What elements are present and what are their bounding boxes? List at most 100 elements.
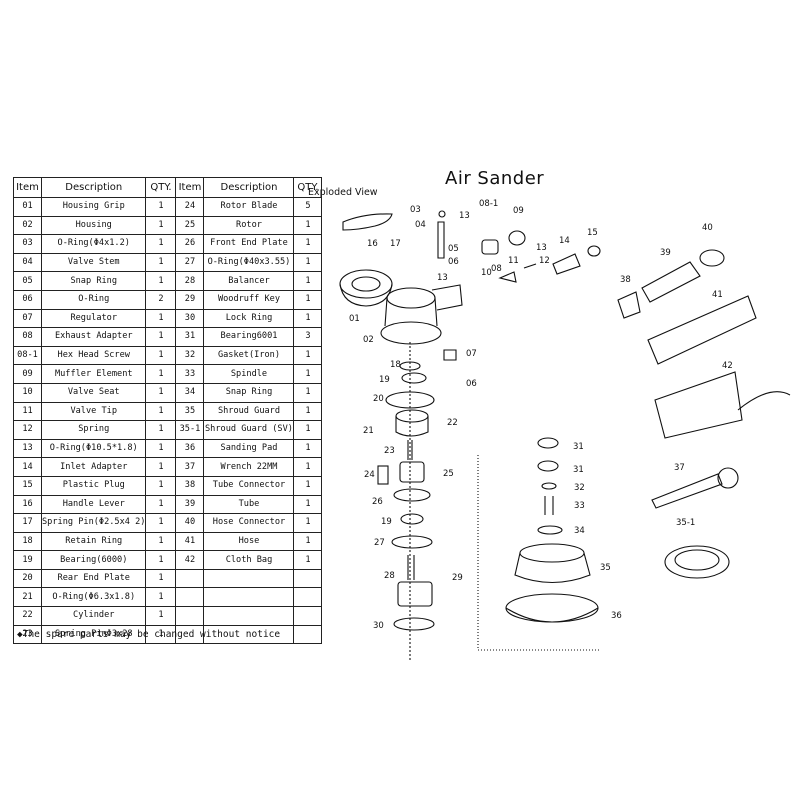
callout-label: 05 bbox=[448, 244, 459, 254]
table-cell: Exhaust Adapter bbox=[40, 327, 147, 347]
table-cell: 35 bbox=[175, 401, 205, 422]
callout-label: 14 bbox=[559, 236, 570, 246]
balancer-shape bbox=[397, 581, 433, 607]
callout-label: 20 bbox=[373, 394, 384, 404]
table-cell: Regulator bbox=[40, 308, 147, 329]
table-cell: Muffler Element bbox=[40, 364, 147, 384]
callout-label: 19 bbox=[381, 517, 392, 527]
front-end-plate-shape bbox=[393, 488, 431, 502]
sub-assembly-bracket bbox=[477, 455, 600, 651]
housing-top-shape bbox=[386, 287, 436, 309]
callout-label: 18 bbox=[390, 360, 401, 370]
callout-label: 09 bbox=[513, 206, 524, 216]
hose-shape bbox=[647, 295, 757, 365]
table-cell: 33 bbox=[175, 364, 205, 384]
rotor-blade-shape bbox=[377, 465, 389, 485]
callout-label: 31 bbox=[573, 465, 584, 475]
plastic-plug-shape bbox=[587, 245, 601, 257]
table-cell: Inlet Adapter bbox=[40, 457, 147, 477]
table-header-cell: QTY. bbox=[145, 177, 177, 198]
table-cell: Spring bbox=[40, 420, 147, 440]
table-cell: 1 bbox=[293, 289, 323, 310]
lock-ring-shape bbox=[393, 617, 435, 631]
bearing-6001-shape bbox=[537, 437, 559, 449]
table-cell: 1 bbox=[293, 345, 323, 366]
table-cell: Valve Seat bbox=[40, 382, 147, 403]
snap-ring-shape bbox=[537, 525, 563, 535]
table-cell: 11 bbox=[13, 401, 42, 422]
callout-label: 13 bbox=[437, 273, 448, 283]
callout-label: 13 bbox=[459, 211, 470, 221]
callout-label: 35 bbox=[600, 563, 611, 573]
table-cell: O-Ring(Φ10.5*1.8) bbox=[40, 438, 147, 459]
table-cell: 1 bbox=[145, 308, 177, 329]
table-cell: Hex Head Screw bbox=[40, 345, 147, 366]
callout-label: 11 bbox=[508, 256, 519, 266]
callout-label: 04 bbox=[415, 220, 426, 230]
table-cell: 1 bbox=[293, 271, 323, 291]
callout-label: 15 bbox=[587, 228, 598, 238]
cylinder-top-shape bbox=[395, 409, 429, 423]
cloth-bag-shape bbox=[654, 371, 743, 439]
housing-grip-shape-lower bbox=[339, 283, 393, 307]
exhaust-adapter-shape bbox=[481, 239, 499, 255]
o-ring-large-shape bbox=[391, 535, 433, 549]
housing-grip-shape-inner bbox=[351, 276, 381, 292]
table-cell: 3 bbox=[293, 327, 323, 347]
callout-label: 31 bbox=[573, 442, 584, 452]
table-cell: Spring PinΦ3x28 bbox=[40, 624, 147, 645]
table-cell: 1 bbox=[293, 438, 323, 459]
table-cell: 27 bbox=[175, 252, 205, 273]
callout-label: 35-1 bbox=[676, 518, 695, 528]
balancer-shaft-shape bbox=[407, 555, 415, 580]
table-cell: 36 bbox=[175, 438, 205, 459]
table-cell bbox=[293, 624, 323, 645]
table-cell: 37 bbox=[175, 457, 205, 477]
bearing-6001b-shape bbox=[537, 460, 559, 472]
wrench-head-shape bbox=[717, 467, 739, 489]
callout-label: 36 bbox=[611, 611, 622, 621]
shroud-guard-top-shape bbox=[519, 543, 585, 563]
callout-label: 08-1 bbox=[479, 199, 498, 209]
spare-parts-notice: ◆The spare parts may be changed without … bbox=[17, 629, 281, 640]
housing-base-shape bbox=[380, 321, 442, 345]
callout-label: 40 bbox=[702, 223, 713, 233]
shroud-guard-sv-inner-shape bbox=[674, 549, 720, 571]
table-cell: Valve Tip bbox=[40, 401, 147, 422]
o-ring-small-shape bbox=[438, 210, 446, 218]
shroud-guard-sv-shape bbox=[664, 545, 730, 579]
callout-label: 22 bbox=[447, 418, 458, 428]
bearing-lower-shape bbox=[400, 513, 424, 525]
table-cell: 1 bbox=[293, 457, 323, 477]
callout-label: 30 bbox=[373, 621, 384, 631]
tube-shape bbox=[641, 261, 701, 303]
callout-label: 28 bbox=[384, 571, 395, 581]
rotor-shape bbox=[399, 461, 425, 483]
callout-label: 21 bbox=[363, 426, 374, 436]
wrench-shape bbox=[651, 473, 723, 509]
callout-label: 08 bbox=[491, 264, 502, 274]
table-cell: 05 bbox=[13, 271, 42, 291]
sanding-pad-base-shape bbox=[505, 607, 599, 623]
table-cell: 1 bbox=[293, 308, 323, 329]
valve-stem-shape bbox=[437, 221, 445, 259]
table-cell: O-Ring bbox=[40, 289, 147, 310]
callout-label: 01 bbox=[349, 314, 360, 324]
callout-label: 02 bbox=[363, 335, 374, 345]
spring-pin-shape bbox=[407, 440, 413, 460]
